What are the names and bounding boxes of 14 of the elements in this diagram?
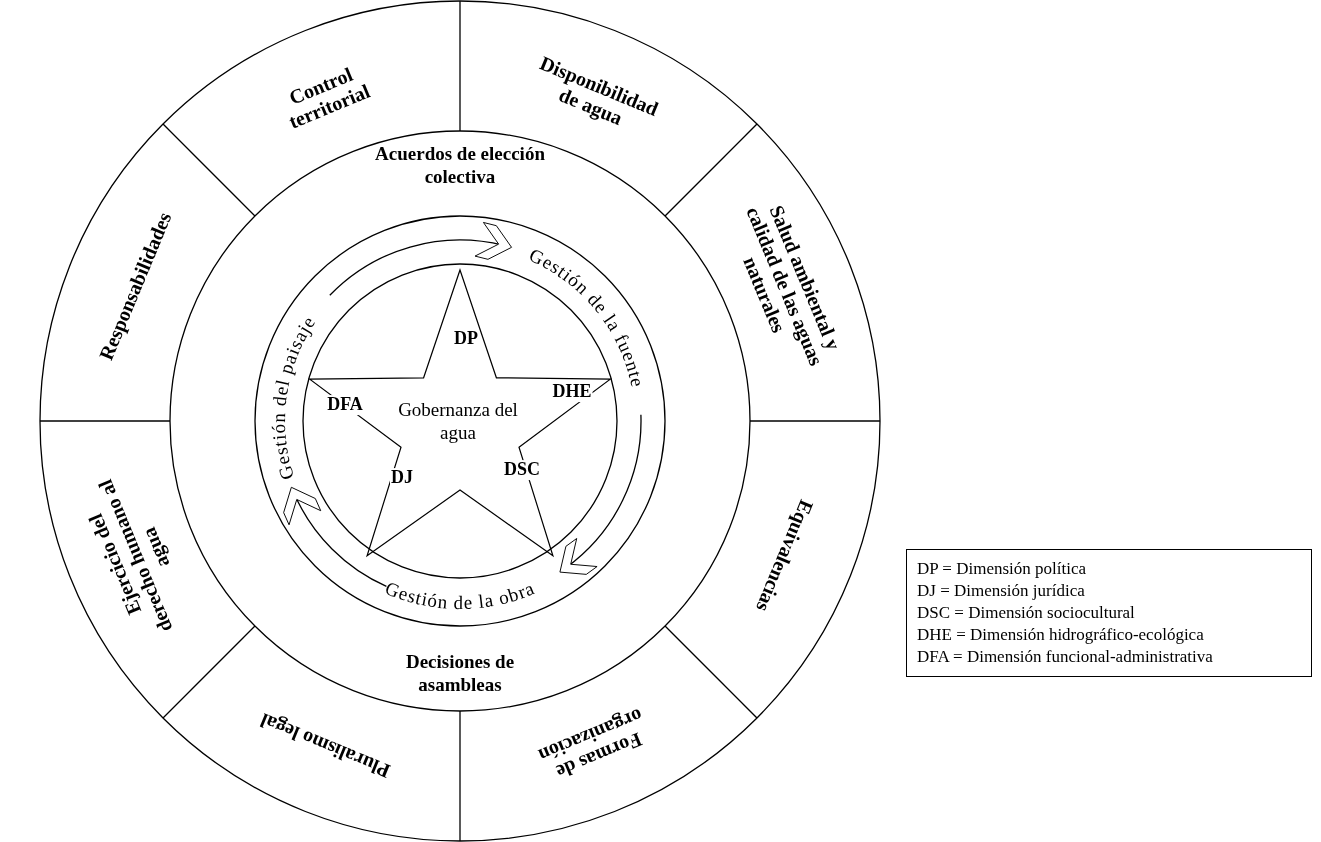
ring-label: Decisiones de asambleas [380,651,540,697]
legend-entry: DJ = Dimensión jurídica [917,580,1086,603]
star-point-label: DJ [390,468,414,488]
legend-entry: DFA = Dimensión funcional-administrativa [917,646,1214,669]
legend-entry: DP = Dimensión política [917,558,1088,580]
legend-entry: DHE = Dimensión hidrográfico-ecológica [917,624,1205,647]
ring-label: Gestión de la obra [382,577,538,614]
legend-box [906,549,1312,678]
star-point-label: DHE [551,382,593,402]
legend-entry: DSC = Dimensión sociocultural [917,602,1136,625]
ring-label: Acuerdos de elección colectiva [360,143,560,189]
center-label: Gobernanza del agua [397,399,519,445]
star-point-label: DSC [503,460,541,480]
star-point-label: DFA [326,395,364,415]
